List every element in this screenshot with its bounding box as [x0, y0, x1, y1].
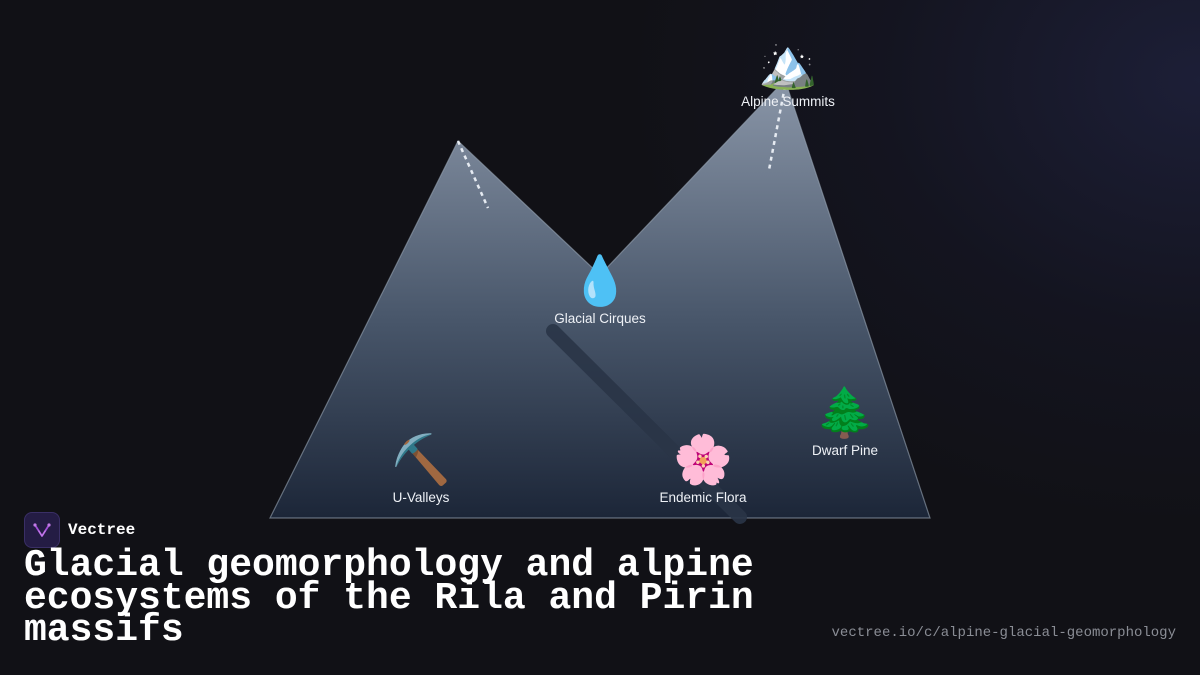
evergreen-tree-icon: 🌲 — [815, 385, 875, 441]
node-label: Dwarf Pine — [811, 443, 879, 458]
node-label: Endemic Flora — [659, 490, 747, 505]
node-dwarf-pine[interactable]: 🌲 Dwarf Pine — [812, 385, 878, 458]
cherry-blossom-icon: 🌸 — [673, 432, 733, 488]
node-endemic-flora[interactable]: 🌸 Endemic Flora — [659, 432, 746, 505]
glacial-trough-path — [546, 324, 747, 524]
source-url[interactable]: vectree.io/c/alpine-glacial-geomorpholog… — [831, 625, 1176, 641]
pick-icon: ⛏️ — [391, 432, 451, 488]
node-alpine-summits[interactable]: 🏔️ Alpine Summits — [741, 36, 835, 109]
brand-name: Vectree — [68, 521, 136, 539]
page-title: Glacial geomorphology and alpine ecosyst… — [24, 544, 754, 652]
vectree-logo-icon — [24, 512, 60, 548]
node-glacial-cirques[interactable]: 💧 Glacial Cirques — [554, 253, 646, 326]
brand[interactable]: Vectree — [24, 512, 135, 548]
node-u-valleys[interactable]: ⛏️ U-Valleys — [391, 432, 451, 505]
node-label: U-Valleys — [392, 490, 450, 505]
mountain-shape — [269, 78, 931, 519]
right-peak-snow-trail — [767, 85, 787, 171]
snow-capped-mountain-icon: 🏔️ — [758, 36, 818, 92]
node-label: Glacial Cirques — [554, 311, 646, 326]
water-droplet-icon: 💧 — [570, 253, 630, 309]
node-label: Alpine Summits — [741, 94, 835, 109]
